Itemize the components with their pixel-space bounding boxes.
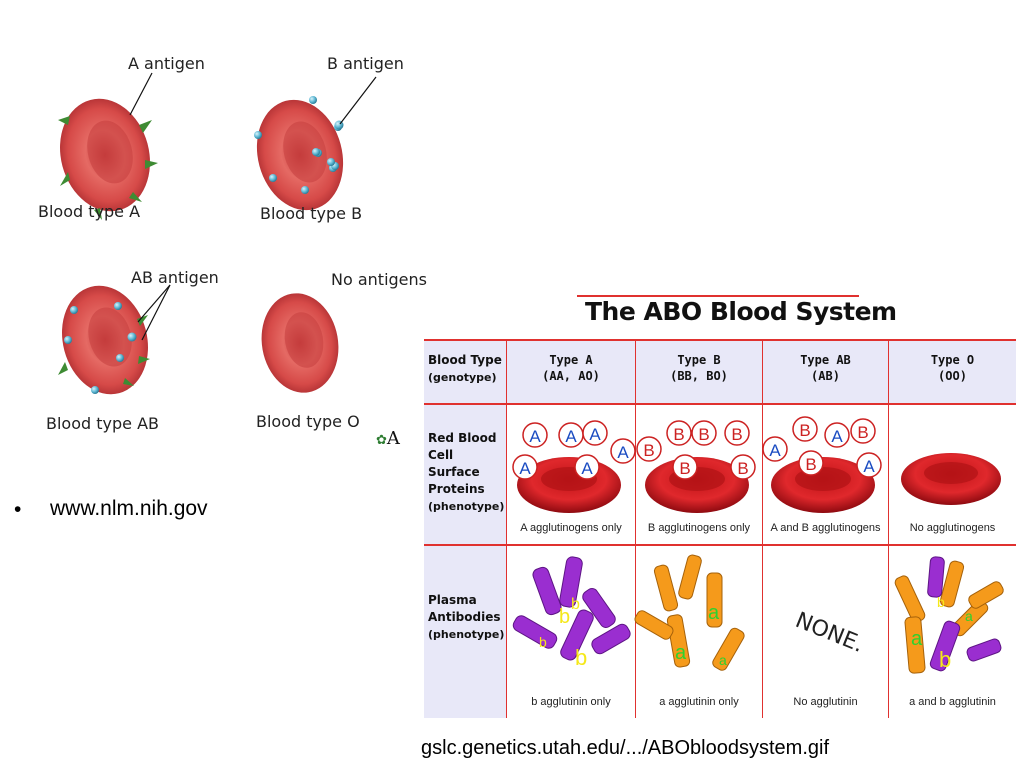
svg-text:A: A <box>831 427 843 446</box>
row-label-rbc-proteins: Red Blood Cell Surface Proteins (phenoty… <box>428 431 505 513</box>
abo-title: The ABO Blood System <box>585 297 897 326</box>
antibody-a-and-b-agglutinin: a a b b <box>894 556 1004 674</box>
header-type-o: Type O (OO) <box>930 353 975 383</box>
caption-blood-type-b: Blood type B <box>260 204 363 223</box>
caption-blood-type-o: Blood type O <box>256 412 360 431</box>
plasma-antibodies-row-svg: b b b b a a a NONE. <box>512 554 1004 674</box>
svg-text:b: b <box>575 645 587 670</box>
pointer-b-antigen <box>339 76 377 125</box>
caption-a-agglutinin: a agglutinin only <box>659 696 739 708</box>
row-label-plasma-antibodies: Plasma Antibodies (phenotype) <box>428 593 505 641</box>
svg-text:B: B <box>799 421 810 440</box>
svg-text:A: A <box>769 441 781 460</box>
bullet-item: • <box>14 498 21 522</box>
header-type-ab: Type AB (AB) <box>800 353 851 383</box>
rbc-type-a <box>58 98 158 220</box>
grid-v-1 <box>635 340 636 718</box>
bullet-marker: • <box>14 498 22 521</box>
svg-text:a: a <box>965 608 973 624</box>
rbc-ab-agglutinogens: A B A B B A <box>762 416 882 513</box>
caption-b-agglutinogens: B agglutinogens only <box>647 522 751 534</box>
caption-a-agglutinogens: A agglutinogens only <box>520 522 622 534</box>
grid-h-top <box>424 339 1016 341</box>
antigen-label-b: B antigen <box>327 54 404 73</box>
svg-text:A: A <box>519 459 531 478</box>
svg-text:B: B <box>673 425 684 444</box>
svg-text:B: B <box>698 425 709 444</box>
caption-blood-type-a: Blood type A <box>38 202 141 221</box>
header-blood-type: Blood Type (genotype) <box>428 353 502 384</box>
rbc-a-agglutinogens: A A A A A A <box>512 420 636 513</box>
svg-text:b: b <box>559 606 570 628</box>
grid-h-1 <box>424 403 1016 405</box>
svg-text:B: B <box>857 423 868 442</box>
rbc-type-ab <box>58 285 150 395</box>
label-column-bg <box>424 340 506 718</box>
caption-b-agglutinin: b agglutinin only <box>531 696 611 708</box>
svg-text:b: b <box>937 594 945 610</box>
rbc-proteins-row-svg: A A A A A A B B B B B B A B A B B A <box>512 416 1001 513</box>
none-text: NONE. <box>792 608 867 658</box>
svg-text:A: A <box>529 427 541 446</box>
antigen-label-ab: AB antigen <box>131 268 219 287</box>
svg-text:B: B <box>737 459 748 478</box>
caption-blood-type-ab: Blood type AB <box>46 414 159 433</box>
leaf-icon: ✿ <box>376 433 387 448</box>
header-type-a: Type A (AA, AO) <box>542 353 600 383</box>
antigen-figure-svg <box>58 72 377 395</box>
rbc-type-b <box>254 96 344 211</box>
svg-text:a: a <box>911 628 923 650</box>
svg-text:A: A <box>581 459 593 478</box>
grid-v-2 <box>762 340 763 718</box>
svg-text:B: B <box>731 425 742 444</box>
antigen-label-a: A antigen <box>128 54 205 73</box>
cut-off-text: ✿A <box>376 428 400 449</box>
rbc-type-o <box>261 293 339 393</box>
caption-a-and-b-agglutinin: a and b agglutinin <box>909 696 996 708</box>
caption-no-agglutinogens: No agglutinogens <box>909 522 996 534</box>
svg-text:a: a <box>719 652 727 668</box>
antibody-a-agglutinin: a a a <box>634 554 745 671</box>
header-type-b: Type B (BB, BO) <box>670 353 728 383</box>
svg-text:B: B <box>643 441 654 460</box>
rbc-no-agglutinogens <box>901 453 1001 505</box>
svg-text:b: b <box>571 596 580 613</box>
svg-text:A: A <box>863 457 875 476</box>
svg-text:B: B <box>679 459 690 478</box>
source-caption[interactable]: gslc.genetics.utah.edu/.../ABObloodsyste… <box>421 737 829 759</box>
bullet-link[interactable]: www.nlm.nih.gov <box>50 497 208 520</box>
pointer-ab-antigen-2 <box>141 284 171 341</box>
caption-no-agglutinin: No agglutinin <box>793 696 858 708</box>
pointer-a-antigen <box>129 72 153 116</box>
svg-text:b: b <box>939 647 951 672</box>
svg-text:A: A <box>589 425 601 444</box>
svg-text:B: B <box>805 455 816 474</box>
svg-text:a: a <box>675 642 687 664</box>
title-rule <box>577 295 859 297</box>
svg-text:b: b <box>539 634 547 650</box>
svg-text:A: A <box>565 427 577 446</box>
header-row-bg <box>506 340 1016 404</box>
pointer-ab-antigen-1 <box>137 284 171 323</box>
grid-h-2 <box>424 544 1016 546</box>
grid-v-0 <box>506 340 507 718</box>
antibody-b-agglutinin: b b b b <box>512 556 631 670</box>
svg-text:A: A <box>617 443 629 462</box>
rbc-b-agglutinogens: B B B B B B <box>636 420 756 513</box>
grid-v-3 <box>888 340 889 718</box>
caption-ab-agglutinogens: A and B agglutinogens <box>770 522 881 534</box>
antigen-label-none: No antigens <box>331 270 427 289</box>
svg-text:a: a <box>708 602 720 624</box>
